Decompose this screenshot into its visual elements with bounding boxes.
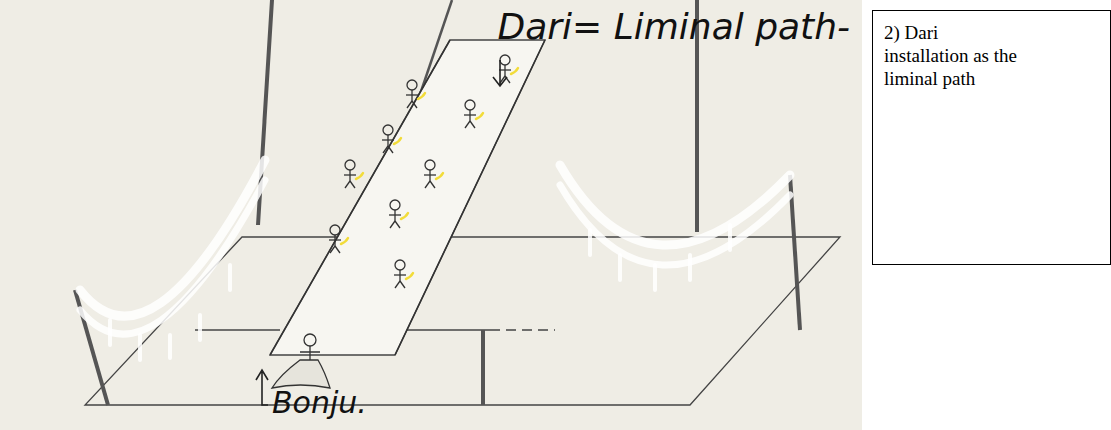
leader-arrow <box>256 60 507 405</box>
pole <box>481 330 485 405</box>
dari-path <box>270 40 545 355</box>
caption-text: 2) Dari installation as the liminal path <box>884 22 1019 90</box>
sketch-ground <box>0 0 862 430</box>
title-note: Dari= Liminal path- <box>478 2 850 52</box>
participant-figures <box>329 55 518 288</box>
bonju-figure <box>272 334 330 388</box>
figure-label: Bonju. <box>272 384 392 422</box>
caption-box: 2) Dari installation as the liminal path <box>872 10 1111 265</box>
